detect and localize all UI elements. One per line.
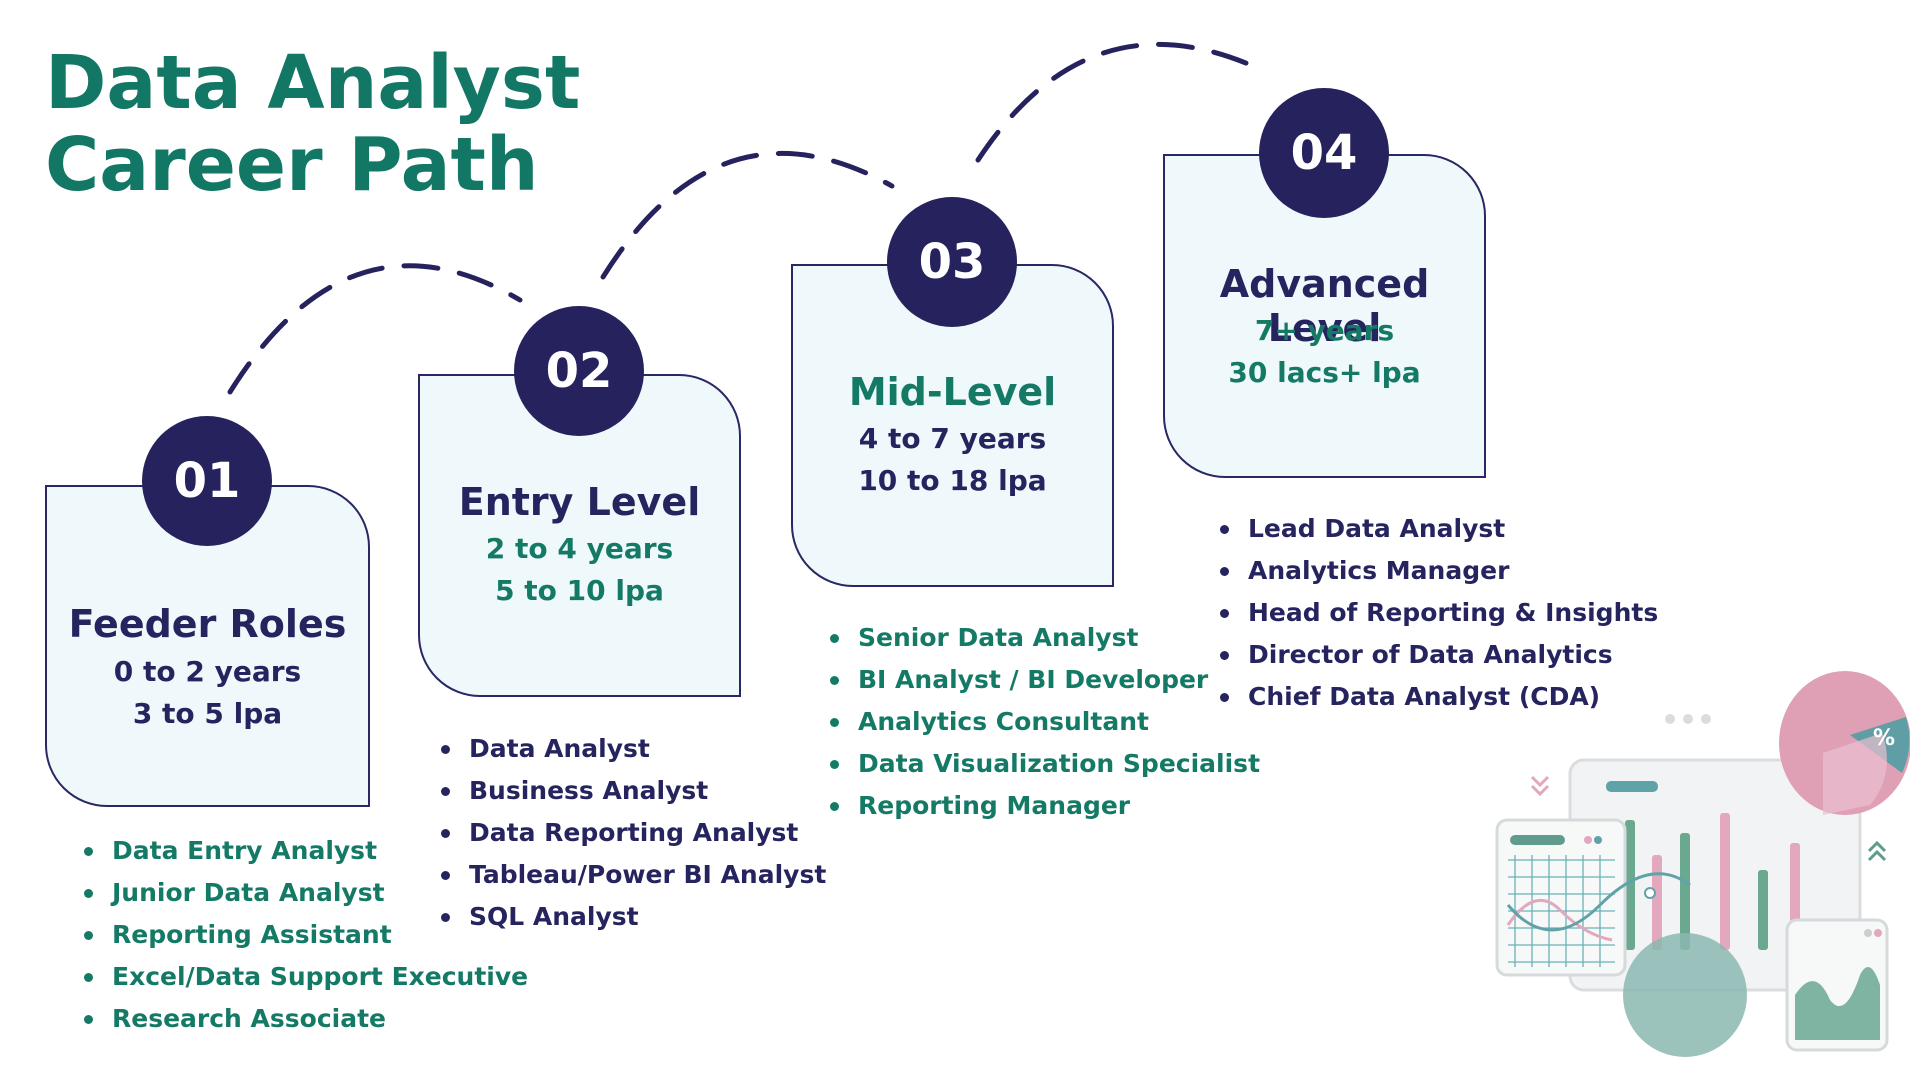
connector-arc-1-2 <box>227 263 523 395</box>
title-line-1: Data Analyst <box>45 40 581 126</box>
stage-salary: 10 to 18 lpa <box>858 464 1047 497</box>
stage-title: Advanced Level <box>1219 262 1430 350</box>
stage-badge-03: 03 <box>887 197 1017 327</box>
role-item: Data Analyst <box>441 728 826 770</box>
role-item: Data Entry Analyst <box>84 830 528 872</box>
connector-arc-3-4 <box>975 42 1265 163</box>
stage-card-mid-level: Mid-Level 4 to 7 years 10 to 18 lpa <box>791 264 1114 587</box>
percent-icon: % <box>1873 726 1895 751</box>
stage-title: Feeder Roles <box>68 602 347 646</box>
page-title: Data Analyst Career Path <box>45 42 580 206</box>
chevron-up-icon <box>1867 840 1887 862</box>
stage-experience: 0 to 2 years <box>113 655 302 688</box>
role-item: Analytics Consultant <box>830 701 1260 743</box>
stage-card-entry-level: Entry Level 2 to 4 years 5 to 10 lpa <box>418 374 741 697</box>
role-item: Lead Data Analyst <box>1220 508 1658 550</box>
connector-arc-2-3 <box>600 150 895 280</box>
role-item: Excel/Data Support Executive <box>84 956 528 998</box>
stage-experience: 7+ years <box>1254 314 1395 347</box>
pink-trend-line <box>1506 899 1613 942</box>
stage-title: Entry Level <box>458 480 701 524</box>
role-item: Business Analyst <box>441 770 826 812</box>
stage-badge-04: 04 <box>1259 88 1389 218</box>
stage-salary: 3 to 5 lpa <box>132 697 283 730</box>
role-item: Analytics Manager <box>1220 550 1658 592</box>
role-item: BI Analyst / BI Developer <box>830 659 1260 701</box>
stage-roles-list-02: Data Analyst Business Analyst Data Repor… <box>441 728 826 938</box>
role-item: SQL Analyst <box>441 896 826 938</box>
stage-badge-02: 02 <box>514 306 644 436</box>
teal-trend-line <box>1506 872 1691 932</box>
analytics-dashboard-illustration: % <box>1495 671 1910 1057</box>
role-item: Data Reporting Analyst <box>441 812 826 854</box>
decorative-sphere <box>1623 933 1747 1057</box>
stage-salary: 5 to 10 lpa <box>495 574 664 607</box>
stage-salary: 30 lacs+ lpa <box>1228 356 1421 389</box>
role-item: Senior Data Analyst <box>830 617 1260 659</box>
role-item: Junior Data Analyst <box>84 872 528 914</box>
role-item: Reporting Assistant <box>84 914 528 956</box>
stage-experience: 4 to 7 years <box>858 422 1047 455</box>
stage-roles-list-01: Data Entry Analyst Junior Data Analyst R… <box>84 830 528 1040</box>
role-item: Director of Data Analytics <box>1220 634 1658 676</box>
stage-experience: 2 to 4 years <box>485 532 674 565</box>
grid-lines <box>1508 855 1615 967</box>
panel-header-pill <box>1606 781 1658 792</box>
pie-chart-graphic: % <box>1779 671 1910 815</box>
grid-chart-card <box>1495 818 1627 977</box>
role-item: Research Associate <box>84 998 528 1040</box>
role-item: Data Visualization Specialist <box>830 743 1260 785</box>
role-item: Head of Reporting & Insights <box>1220 592 1658 634</box>
stage-roles-list-04: Lead Data Analyst Analytics Manager Head… <box>1220 508 1658 718</box>
role-item: Reporting Manager <box>830 785 1260 827</box>
role-item: Tableau/Power BI Analyst <box>441 854 826 896</box>
title-line-2: Career Path <box>45 122 539 208</box>
role-item: Chief Data Analyst (CDA) <box>1220 676 1658 718</box>
area-chart-fill <box>1795 967 1880 1040</box>
stage-badge-01: 01 <box>142 416 272 546</box>
chevron-down-icon <box>1530 775 1550 797</box>
stage-roles-list-03: Senior Data Analyst BI Analyst / BI Deve… <box>830 617 1260 827</box>
stage-title: Mid-Level <box>848 370 1057 414</box>
